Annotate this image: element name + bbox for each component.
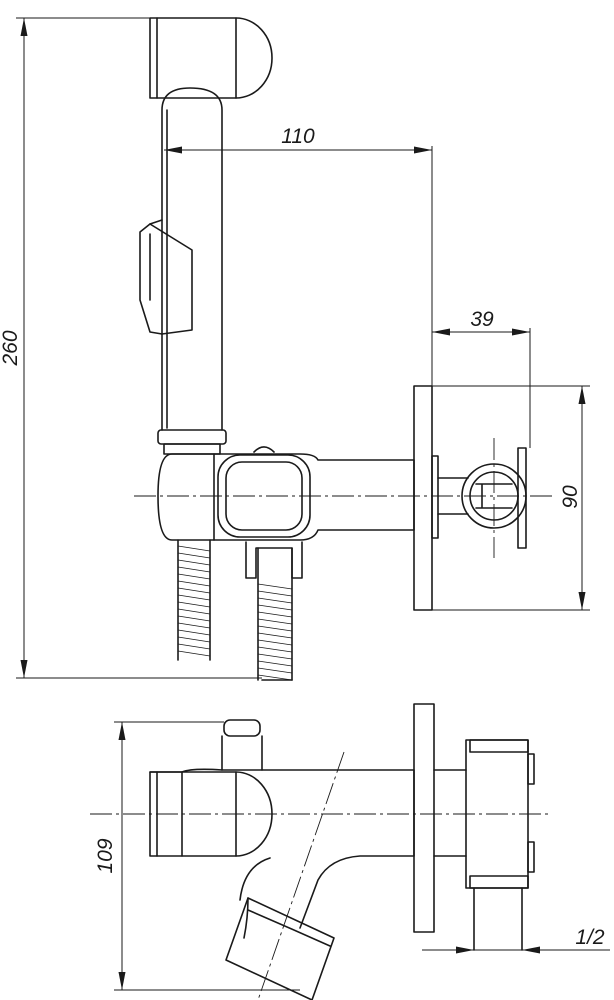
hose-braid-line [177, 587, 211, 594]
hose-braid-line [177, 580, 211, 587]
hose-braid-line [257, 639, 293, 646]
hose-braid-line [257, 646, 293, 653]
hose-braid-line [257, 625, 293, 632]
side-view: 109 1/2 [90, 703, 610, 1000]
dimension-90 [432, 385, 590, 611]
dim-label-110: 110 [281, 125, 315, 148]
hose-braid-line [257, 611, 293, 618]
hose-braid-line [257, 583, 293, 590]
wall-flange [413, 385, 439, 611]
side-body [149, 768, 415, 929]
hose-braid-line [257, 604, 293, 611]
dim-label-109: 109 [94, 838, 117, 873]
dimension-109 [114, 721, 300, 991]
hose-braid-line [257, 618, 293, 625]
hose-braid-line [177, 643, 211, 650]
hose-braid-line [177, 573, 211, 580]
wall-holder [437, 447, 527, 549]
hose [177, 539, 293, 681]
hose-braid-line [177, 650, 211, 657]
front-view: 260 110 39 90 [0, 17, 590, 681]
hose-braid-line [257, 674, 293, 681]
shower-head [149, 17, 273, 99]
hose-braid-line [177, 636, 211, 643]
side-flange [413, 703, 435, 933]
dim-label-260: 260 [0, 330, 22, 366]
dimension-110 [164, 146, 433, 386]
hose-braid-line [177, 566, 211, 573]
hose-braid-line [257, 597, 293, 604]
hose-braid-line [257, 667, 293, 674]
dim-label-90: 90 [559, 485, 582, 509]
dim-label-39: 39 [470, 308, 494, 331]
mixer-body [157, 446, 415, 579]
dim-label-thread: 1/2 [575, 926, 605, 949]
hose-braid-line [257, 632, 293, 639]
hose-braid-line [177, 601, 211, 608]
shower-handle [139, 87, 227, 455]
hose-braid-line [257, 653, 293, 660]
hose-braid-line [177, 594, 211, 601]
hose-braid-line [177, 629, 211, 636]
dimension-39 [432, 328, 531, 448]
hose-outlet [225, 897, 335, 1000]
hose-braid-line [177, 608, 211, 615]
dimension-thread [422, 946, 610, 954]
lever-tab [223, 719, 261, 737]
hose-braid-line [177, 559, 211, 566]
hose-braid-line [257, 660, 293, 667]
hose-braid-line [177, 552, 211, 559]
hose-braid-line [177, 622, 211, 629]
hose-braid-line [177, 545, 211, 552]
side-holder [465, 739, 535, 951]
hose-braid-line [257, 590, 293, 597]
hose-braid-line [177, 615, 211, 622]
dimension-260 [16, 17, 262, 679]
